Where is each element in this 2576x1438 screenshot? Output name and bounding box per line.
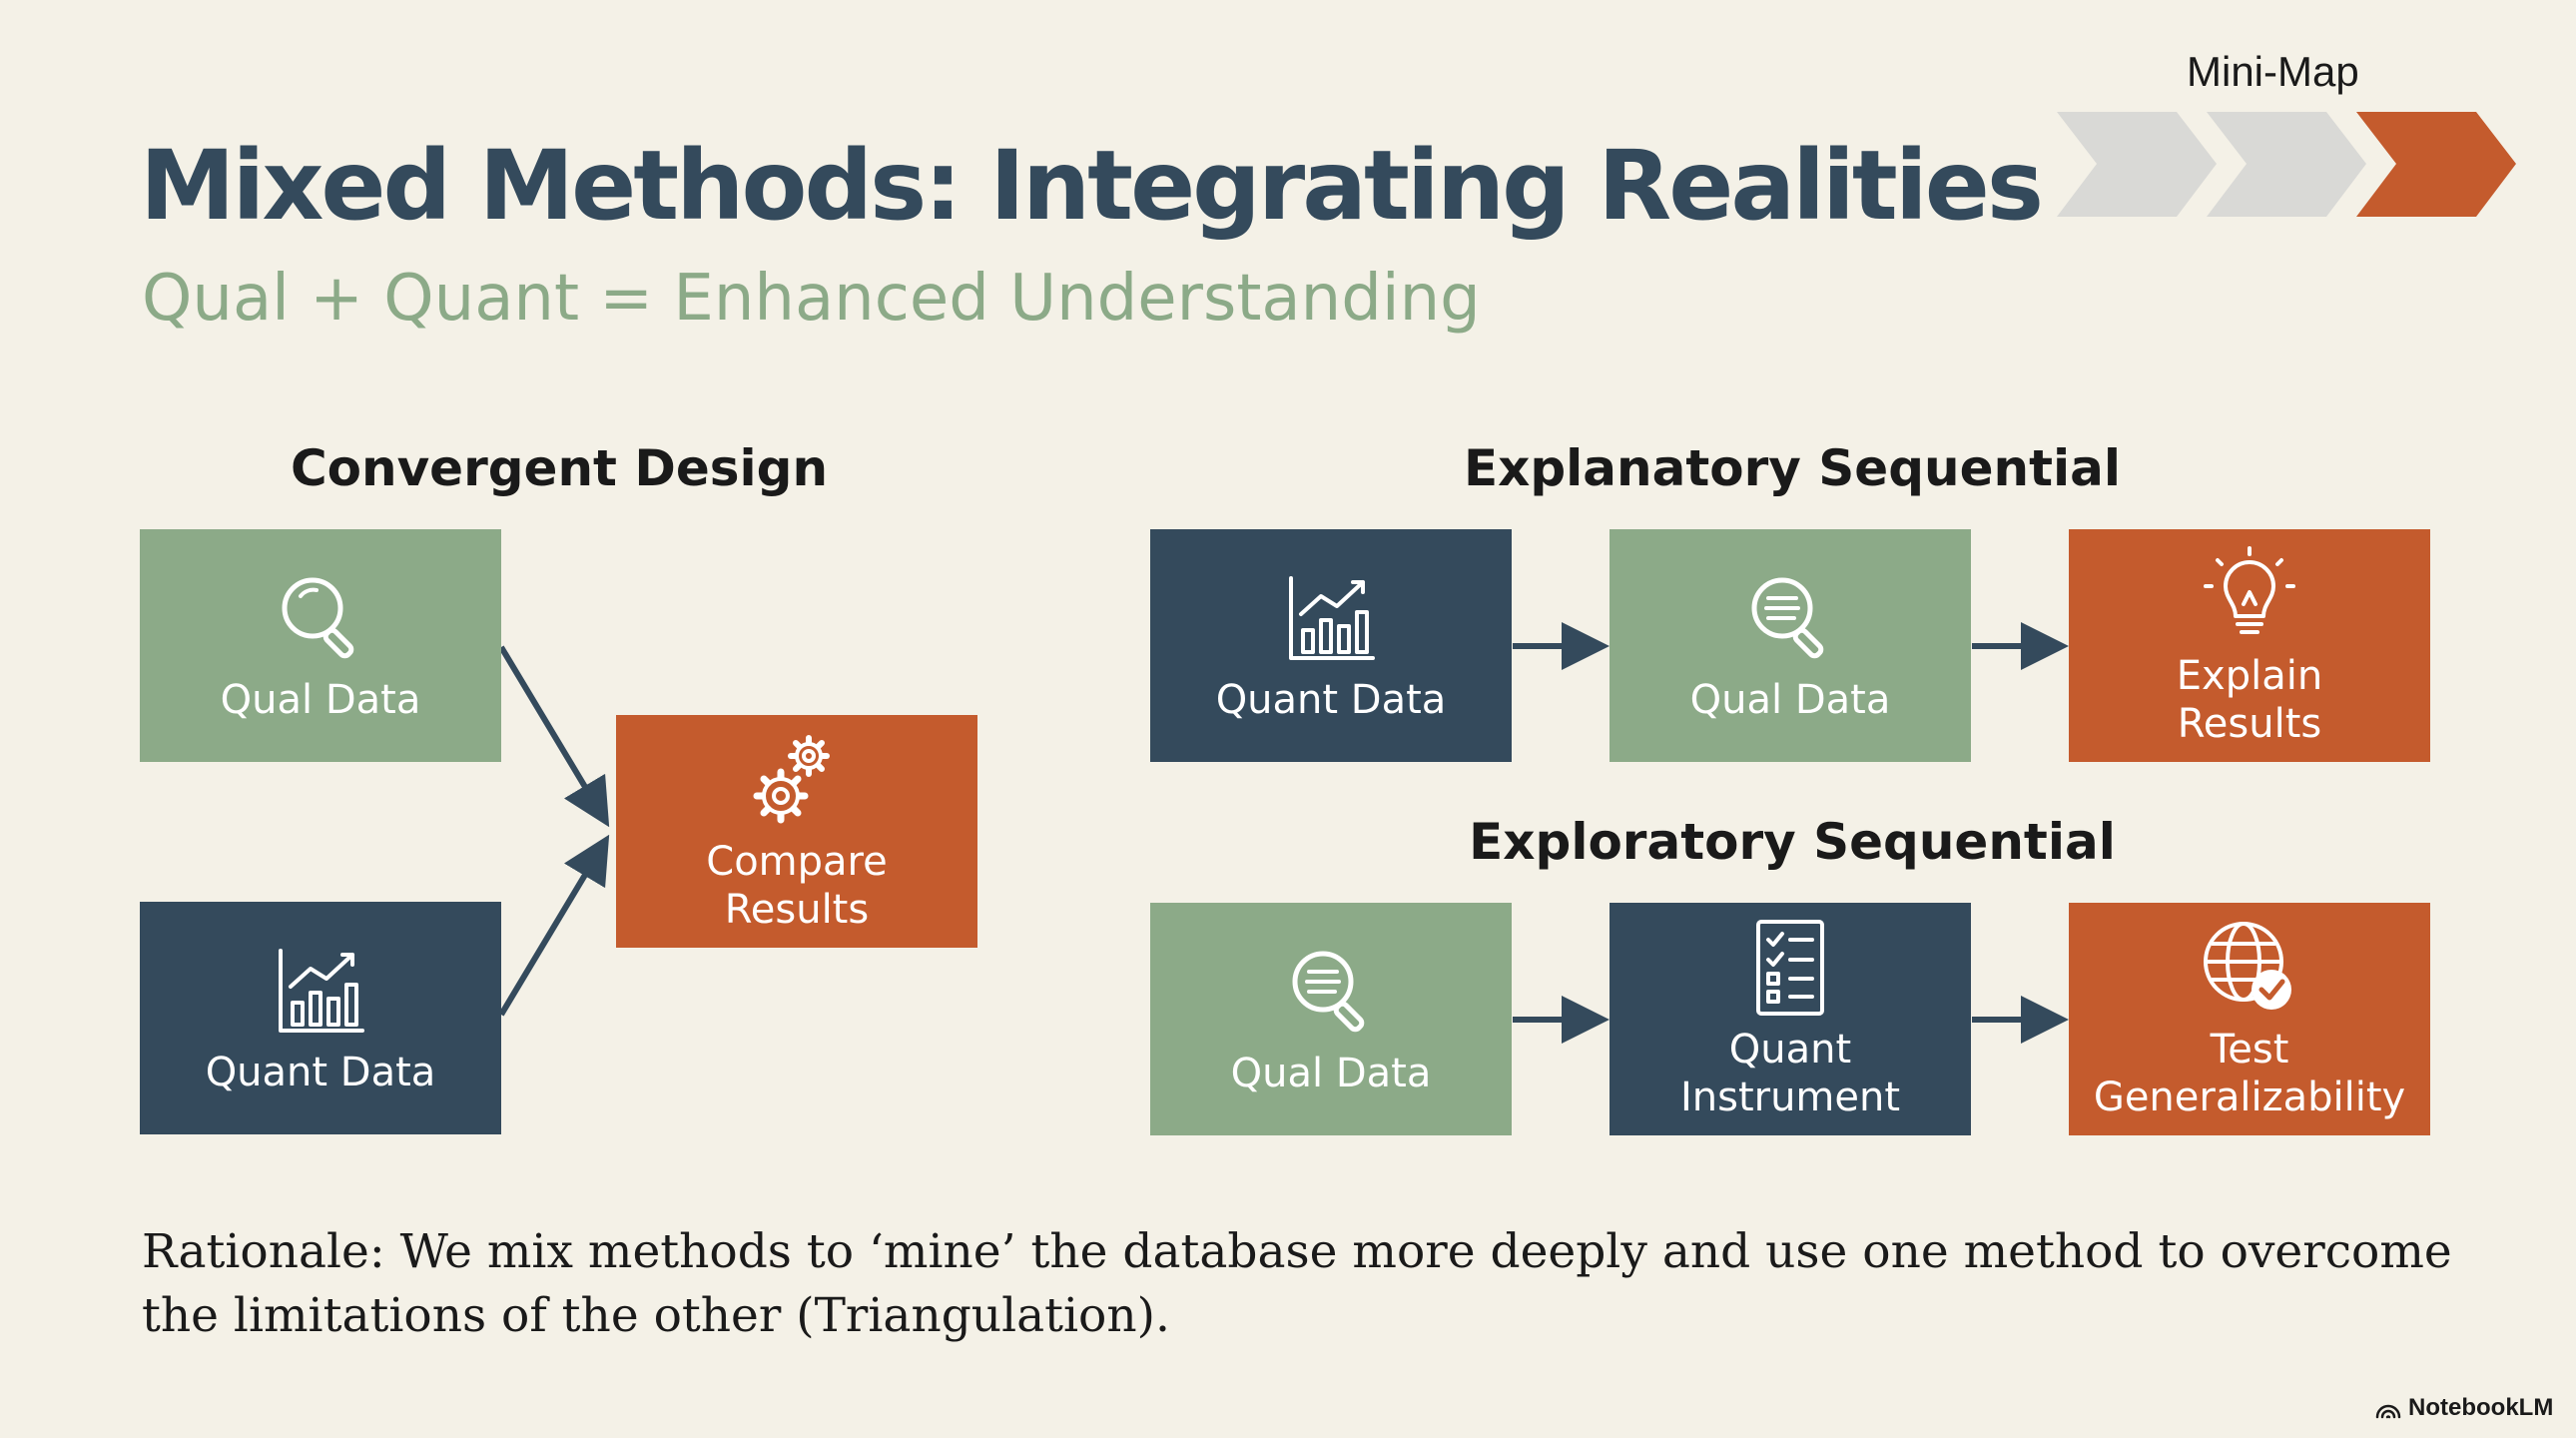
exploratory-quant-instrument-box: Quant Instrument [1610, 903, 1971, 1135]
lightbulb-icon [2200, 544, 2299, 644]
explanatory-sequential-title: Explanatory Sequential [1463, 439, 2122, 497]
exploratory-test-generalizability-box: Test Generalizability [2069, 903, 2430, 1135]
box-label: Qual Data [1689, 676, 1891, 723]
box-label: Explain Results [2176, 652, 2323, 747]
document-search-icon [1281, 942, 1381, 1042]
magnifier-icon [271, 568, 370, 668]
explanatory-explain-results-box: Explain Results [2069, 529, 2430, 762]
convergent-quant-data-box: Quant Data [140, 902, 501, 1134]
box-label: Test Generalizability [2093, 1026, 2406, 1120]
gears-icon [747, 730, 847, 830]
brand-name: NotebookLM [2408, 1394, 2554, 1421]
minimap[interactable] [2057, 112, 2526, 217]
box-label: Quant Instrument [1679, 1026, 1901, 1120]
bar-chart-icon [271, 941, 370, 1041]
document-search-icon [1740, 568, 1840, 668]
minimap-step-1[interactable] [2057, 112, 2217, 217]
exploratory-sequential-title: Exploratory Sequential [1469, 813, 2116, 871]
bar-chart-icon [1281, 568, 1381, 668]
globe-check-icon [2200, 918, 2299, 1018]
exploratory-qual-data-box: Qual Data [1150, 903, 1512, 1135]
box-label: Compare Results [706, 838, 888, 933]
checklist-icon [1740, 918, 1840, 1018]
notebooklm-logo-icon [2375, 1404, 2401, 1419]
minimap-label: Mini-Map [2187, 48, 2359, 95]
arrow-qual-to-compare [498, 645, 610, 828]
explanatory-qual-data-box: Qual Data [1610, 529, 1971, 762]
page-title: Mixed Methods: Integrating Realities [140, 130, 2044, 242]
page-subtitle: Qual + Quant = Enhanced Understanding [142, 262, 1481, 336]
rationale-text: Rationale: We mix methods to ‘mine’ the … [142, 1224, 2452, 1343]
convergent-design-title: Convergent Design [290, 439, 829, 497]
box-label: Qual Data [1230, 1050, 1432, 1096]
convergent-qual-data-box: Qual Data [140, 529, 501, 762]
minimap-step-3-active[interactable] [2356, 112, 2516, 217]
box-label: Quant Data [205, 1049, 436, 1095]
arrow-quant-to-compare [498, 834, 610, 1017]
brand-watermark: NotebookLM [2374, 1394, 2553, 1422]
box-label: Quant Data [1215, 676, 1447, 723]
explanatory-quant-data-box: Quant Data [1150, 529, 1512, 762]
box-label: Qual Data [220, 676, 421, 723]
convergent-compare-results-box: Compare Results [616, 715, 977, 948]
minimap-step-2[interactable] [2207, 112, 2366, 217]
